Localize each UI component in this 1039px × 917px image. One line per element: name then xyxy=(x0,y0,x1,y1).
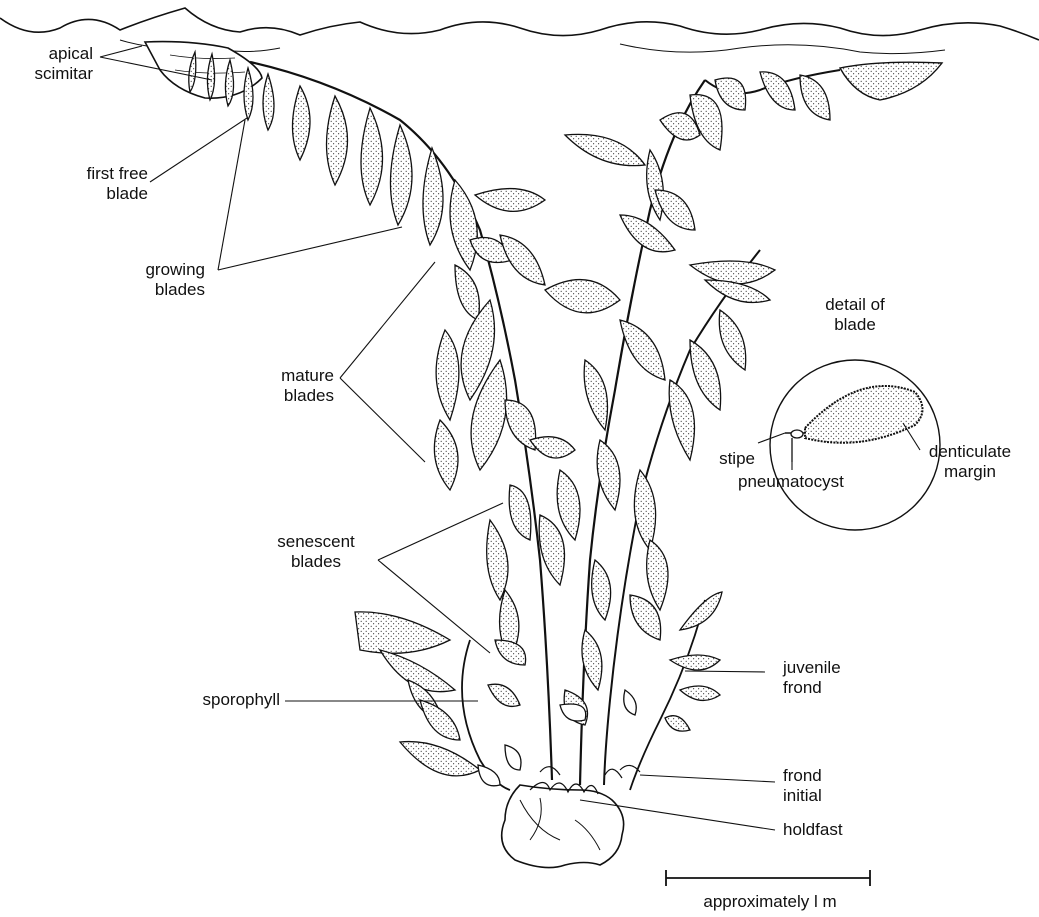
holdfast-shape xyxy=(502,785,624,868)
scale-bar xyxy=(666,870,870,886)
label-line: mature xyxy=(230,366,334,386)
sea-surface xyxy=(0,8,1039,40)
label-mature-blades: mature blades xyxy=(230,366,334,406)
label-line: blades xyxy=(230,386,334,406)
label-stipe: stipe xyxy=(700,449,755,469)
label-line: blade xyxy=(805,315,905,335)
label-line: juvenile xyxy=(783,658,841,678)
label-detail-of-blade: detail of blade xyxy=(805,295,905,335)
label-line: detail of xyxy=(805,295,905,315)
label-line: scimitar xyxy=(0,64,93,84)
label-juvenile-frond: juvenile frond xyxy=(783,658,841,698)
label-line: senescent xyxy=(260,532,372,552)
label-sporophyll: sporophyll xyxy=(150,690,280,710)
label-apical-scimitar: apical scimitar xyxy=(0,44,93,84)
label-first-free-blade: first free blade xyxy=(40,164,148,204)
label-frond-initial: frond initial xyxy=(783,766,822,806)
label-senescent-blades: senescent blades xyxy=(260,532,372,572)
label-line: initial xyxy=(783,786,822,806)
label-line: frond xyxy=(783,766,822,786)
label-line: apical xyxy=(0,44,93,64)
label-line: margin xyxy=(915,462,1025,482)
label-line: first free xyxy=(40,164,148,184)
label-line: blades xyxy=(260,552,372,572)
label-denticulate-margin: denticulate margin xyxy=(915,442,1025,482)
label-line: growing xyxy=(90,260,205,280)
label-pneumatocyst: pneumatocyst xyxy=(738,472,844,492)
label-line: blade xyxy=(40,184,148,204)
scale-bar-label: approximately l m xyxy=(650,892,890,912)
label-line: denticulate xyxy=(915,442,1025,462)
label-holdfast: holdfast xyxy=(783,820,843,840)
label-line: frond xyxy=(783,678,841,698)
detail-blade xyxy=(805,386,923,443)
label-line: blades xyxy=(90,280,205,300)
label-growing-blades: growing blades xyxy=(90,260,205,300)
